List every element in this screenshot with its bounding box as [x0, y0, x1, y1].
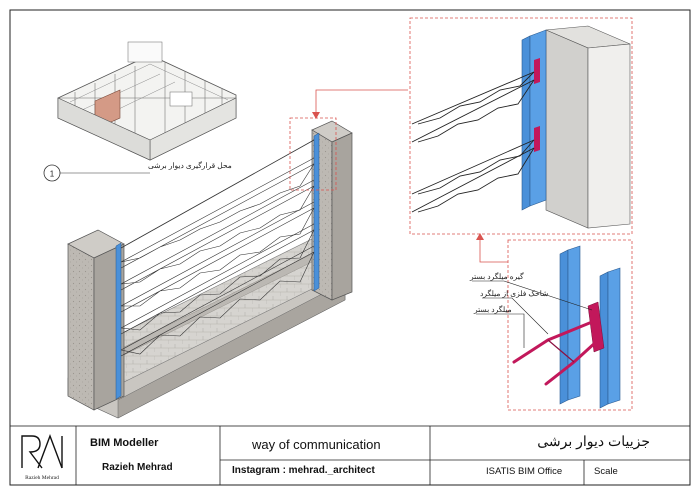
building-key-plan	[57, 41, 237, 161]
drawing-title: جزییات دیوار برشی	[537, 433, 650, 449]
detail-2-content	[512, 245, 621, 409]
detail-selection-box	[289, 117, 337, 191]
title-block	[9, 425, 691, 486]
left-steel-post	[115, 242, 122, 400]
communication-label: way of communication	[252, 437, 381, 452]
logo-mark	[21, 434, 63, 469]
detail-number: 1	[50, 170, 55, 179]
right-steel-post	[313, 132, 320, 292]
detail-marker	[43, 164, 150, 182]
scale-label: Scale	[594, 466, 618, 477]
office-name: ISATIS BIM Office	[486, 466, 563, 477]
shear-wall-model	[67, 120, 353, 419]
logo-text: Razieh Mehrad	[25, 475, 59, 481]
role-label: BIM Modeller	[90, 437, 159, 449]
detail-leader-line	[315, 89, 408, 118]
callout-item2: شاخک فلزی از میلگرد	[480, 288, 549, 298]
instagram-handle: Instagram : mehrad._architect	[232, 465, 375, 476]
detail-1-content	[411, 25, 631, 229]
location-label: محل قرارگیری دیوار برشی	[148, 160, 232, 170]
bed-joint-reinforcement	[120, 157, 315, 357]
author-name: Razieh Mehrad	[102, 462, 173, 473]
callout-item1: گیره میلگرد بستر	[469, 271, 524, 281]
callout-leaders	[472, 280, 593, 348]
callout-item3: میلگرد بستر	[473, 304, 512, 314]
